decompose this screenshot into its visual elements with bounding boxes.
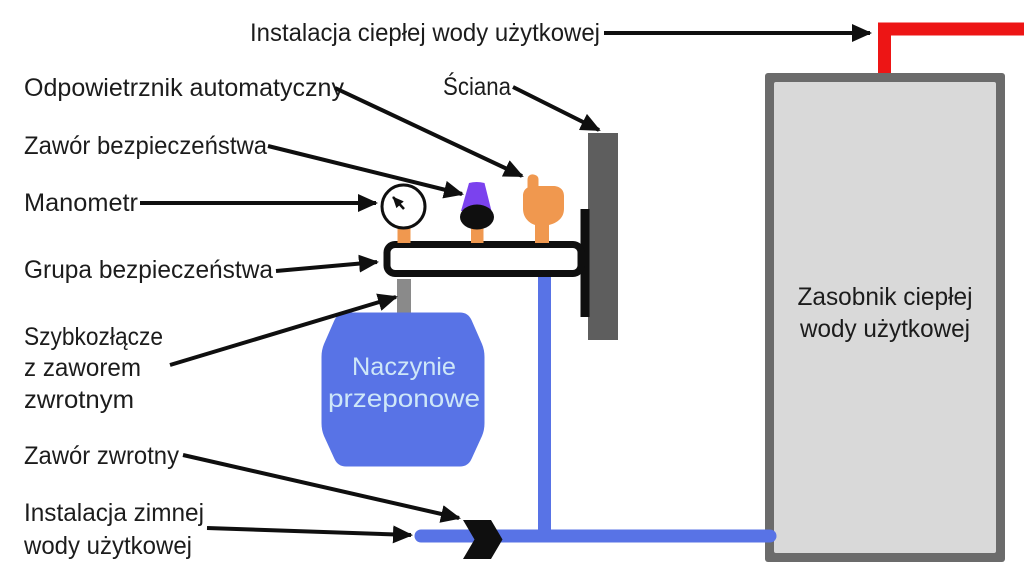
manometer-dial <box>380 183 427 230</box>
hot-water-pipe <box>878 22 1024 74</box>
manometer-needle <box>392 196 405 210</box>
tank-label-line2: wody użytkowej <box>799 315 970 343</box>
label-quick-coupler-line2: z zaworem <box>24 354 141 382</box>
safety-valve-stem <box>471 226 484 243</box>
label-safety-valve: Zawór bezpieczeństwa <box>24 132 267 160</box>
vessel-label-line2: przeponowe <box>328 385 480 413</box>
wall-pipe <box>580 209 590 317</box>
label-manometer: Manometr <box>24 189 138 217</box>
leader-wall-arrow <box>512 85 601 132</box>
label-check-valve: Zawór zwrotny <box>24 442 179 470</box>
label-cold-water-line1: Instalacja zimnej <box>24 499 204 527</box>
leader-cold-water-arrow <box>206 525 413 544</box>
label-cold-water-line2: wody użytkowej <box>23 532 192 560</box>
quick-coupler-stem <box>397 279 411 314</box>
leader-quick-coupler-arrow <box>169 293 398 367</box>
tank-label-line1: Zasobnik ciepłej <box>798 283 973 311</box>
manometer-stem <box>397 226 411 243</box>
label-air-vent: Odpowietrznik automatyczny <box>24 74 344 102</box>
leader-air-vent-arrow <box>334 86 524 178</box>
expansion-vessel-body <box>321 312 485 467</box>
label-quick-coupler-line1: Szybkozłącze <box>24 323 163 351</box>
check-valve-body <box>463 520 503 559</box>
air-vent-nub <box>527 174 539 188</box>
vessel-label-line1: Naczynie <box>352 353 456 381</box>
safety-valve-body <box>461 182 492 211</box>
safety-group-body <box>383 241 585 277</box>
safety-valve-cap <box>460 204 494 230</box>
hot-water-tank-body <box>774 82 996 553</box>
label-quick-coupler-line3: zwrotnym <box>24 386 134 414</box>
wall-section <box>588 133 618 340</box>
label-wall: Ściana <box>443 71 511 101</box>
air-vent-body <box>523 186 564 243</box>
leader-check-valve-arrow <box>182 453 461 523</box>
leader-safety-valve-arrow <box>267 144 464 199</box>
leader-safety-group-arrow <box>275 254 379 273</box>
label-safety-group: Grupa bezpieczeństwa <box>24 256 273 284</box>
title-hot-water-installation: Instalacja ciepłej wody użytkowej <box>250 19 600 47</box>
